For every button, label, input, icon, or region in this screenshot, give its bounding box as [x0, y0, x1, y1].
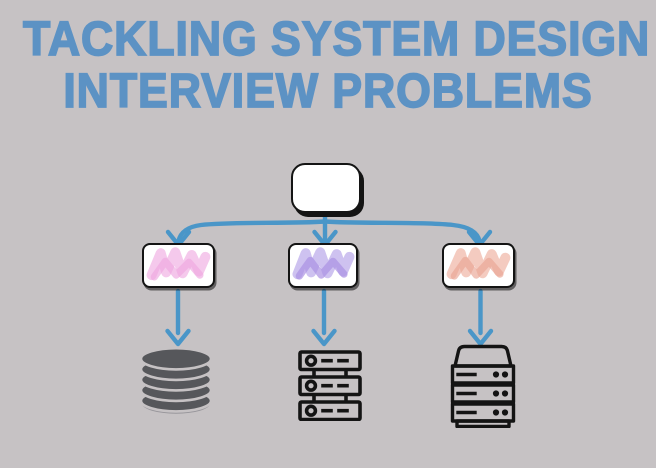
arrow-group: [165, 210, 494, 347]
root-node-card: [291, 163, 361, 213]
purple-scribble: [292, 247, 355, 280]
salmon-topic-card: [442, 243, 515, 288]
server-rack-icon: [298, 350, 362, 421]
pink-scribble: [146, 247, 211, 281]
arrowhead-database: [165, 328, 191, 347]
salmon-scribble: [446, 247, 511, 280]
arrow-root-to-right: [322, 219, 482, 244]
purple-topic-card: [288, 243, 358, 288]
pink-topic-card: [142, 243, 215, 288]
arrow-root-to-left: [176, 219, 328, 244]
arrowhead-tower: [467, 328, 494, 347]
page-title-line-2: INTERVIEW PROBLEMS: [63, 65, 593, 119]
page-title-line-1: TACKLING SYSTEM DESIGN: [22, 13, 651, 67]
arrowhead-rack: [311, 328, 337, 347]
page-title: TACKLING SYSTEM DESIGN INTERVIEW PROBLEM…: [22, 13, 651, 119]
server-tower-icon: [450, 344, 516, 428]
database-cylinder-icon: [139, 347, 213, 414]
